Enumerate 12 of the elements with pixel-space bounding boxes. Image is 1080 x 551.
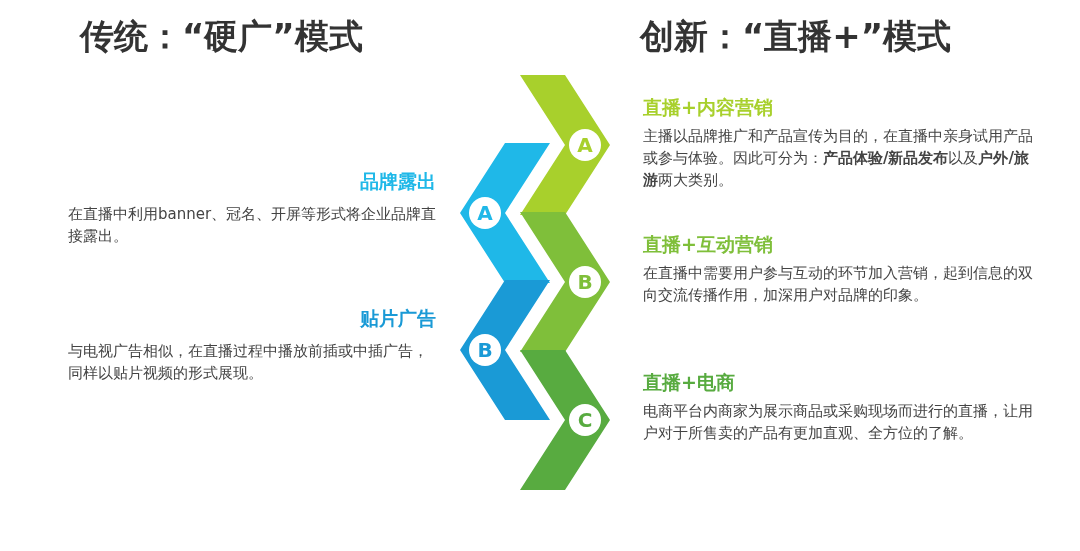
description-text: 主播以品牌推广和产品宣传为目的，在直播中亲身试用产品或参与体验。因此可分为：产品体验/新品发布以及户外/旅游两大类别。 [643,126,1034,191]
section-heading: 直播+内容营销 [643,95,773,120]
section-heading: 贴片广告 [360,306,436,331]
description-text: 与电视广告相似，在直播过程中播放前插或中插广告，同样以贴片视频的形式展现。 [68,341,429,384]
description-text: 在直播中利用banner、冠名、开屏等形式将企业品牌直接露出。 [68,204,438,247]
section-heading: 品牌露出 [360,169,436,194]
section-heading: 直播+互动营销 [643,232,773,257]
section-heading: 直播+电商 [643,370,735,395]
section-title: 传统：“硬广”模式 [80,15,363,58]
section-title: 创新：“直播+”模式 [640,15,952,58]
description-text: 电商平台内商家为展示商品或采购现场而进行的直播，让用户对于所售卖的产品有更加直观、全方位的了解。 [643,401,1034,444]
description-text: 在直播中需要用户参与互动的环节加入营销，起到信息的双向交流传播作用，加深用户对品牌的印象。 [643,263,1034,306]
